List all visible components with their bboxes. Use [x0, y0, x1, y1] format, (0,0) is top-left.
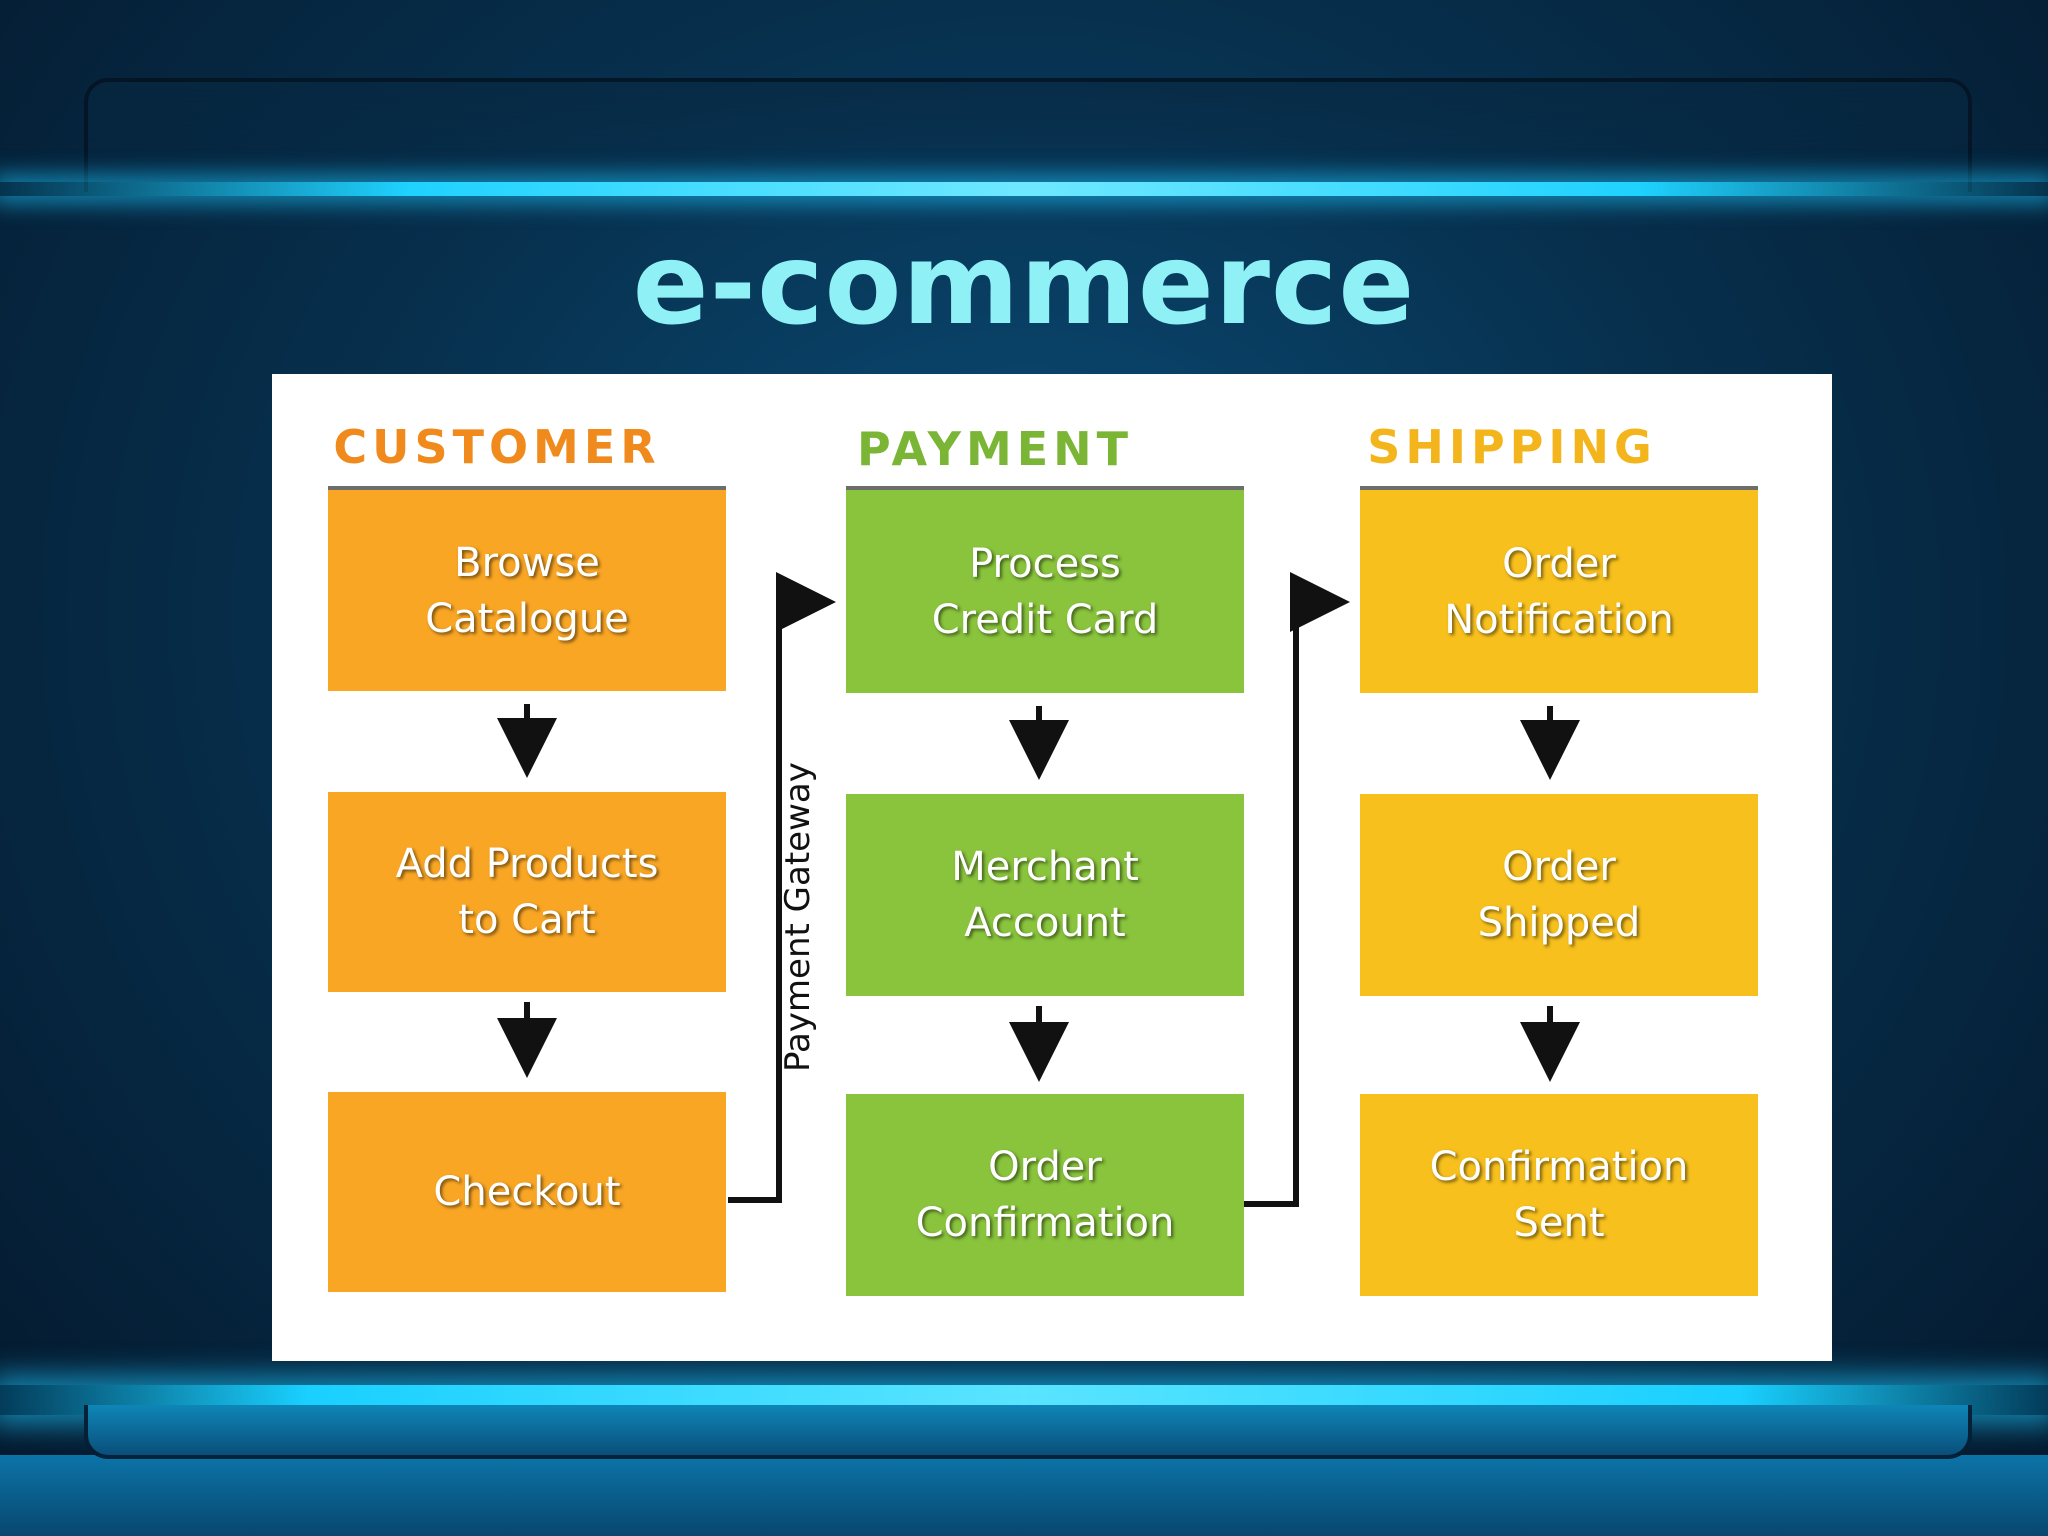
- step-box-order-confirmation: Order Confirmation: [846, 1094, 1244, 1296]
- column-header-customer: CUSTOMER: [333, 420, 661, 474]
- step-box-checkout: Checkout: [328, 1092, 726, 1292]
- step-box-order-notification: Order Notification: [1360, 486, 1758, 693]
- step-box-order-shipped: Order Shipped: [1360, 794, 1758, 996]
- slide-title: e-commerce: [632, 220, 1416, 350]
- arrow-confirmation-to-shipping: [1244, 572, 1350, 1207]
- column-header-payment: PAYMENT: [856, 422, 1134, 476]
- payment-gateway-label: Payment Gateway: [778, 762, 818, 1072]
- step-box-add-products: Add Products to Cart: [328, 792, 726, 992]
- glow-bar-top: [0, 182, 2048, 196]
- step-box-confirmation-sent: Confirmation Sent: [1360, 1094, 1758, 1296]
- step-box-merchant-account: Merchant Account: [846, 794, 1244, 996]
- diagram-panel: CUSTOMER PAYMENT SHIPPING Browse Catalog…: [272, 374, 1832, 1361]
- column-header-shipping: SHIPPING: [1367, 420, 1657, 474]
- slide-frame-top: [84, 78, 1972, 192]
- step-box-browse-catalogue: Browse Catalogue: [328, 486, 726, 691]
- flow-arrows: [497, 572, 1580, 1207]
- slide-bottom-strip: [0, 1455, 2048, 1536]
- arrow-checkout-to-payment: [728, 572, 836, 1203]
- step-box-process-credit-card: Process Credit Card: [846, 486, 1244, 693]
- slide-frame-bottom: [84, 1405, 1972, 1459]
